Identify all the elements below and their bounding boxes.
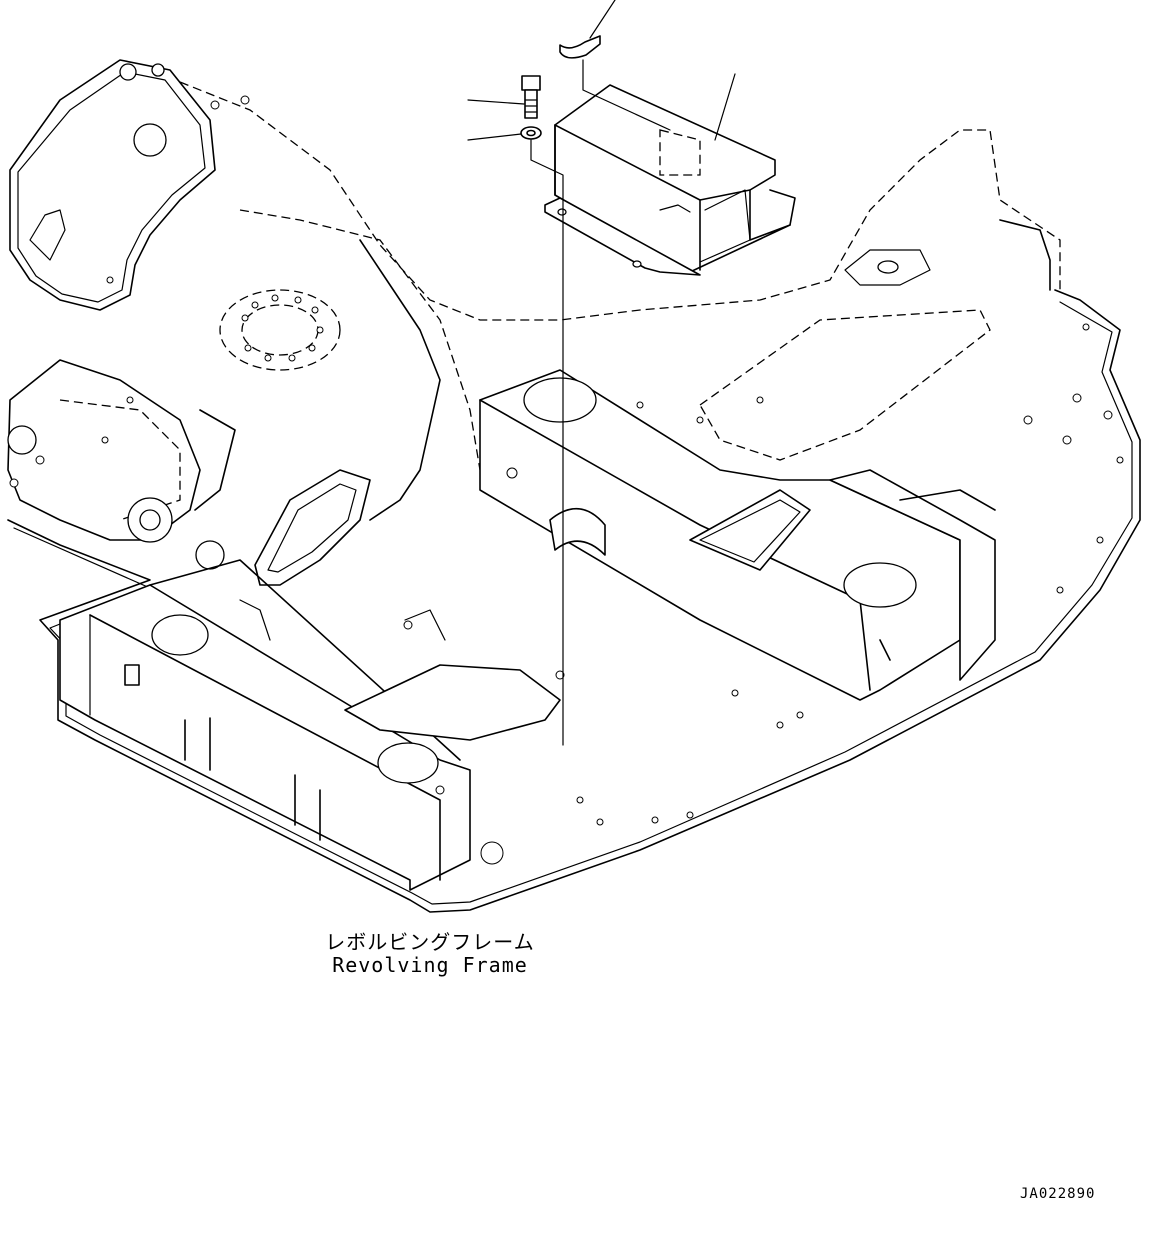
drawing-id: JA022890 — [1020, 1186, 1096, 1202]
clip — [559, 35, 601, 59]
washer — [520, 126, 542, 140]
caption-japanese: レボルビングフレーム — [325, 930, 535, 954]
bolt — [521, 75, 541, 119]
bracket-cover — [544, 84, 796, 276]
swing-circle-bolt-holes — [241, 294, 324, 362]
deck-holes — [9, 95, 1124, 865]
revolving-frame — [7, 59, 1141, 913]
caption-english: Revolving Frame — [332, 953, 528, 977]
leader-lines — [467, 0, 736, 141]
assembly-lines — [530, 59, 671, 746]
